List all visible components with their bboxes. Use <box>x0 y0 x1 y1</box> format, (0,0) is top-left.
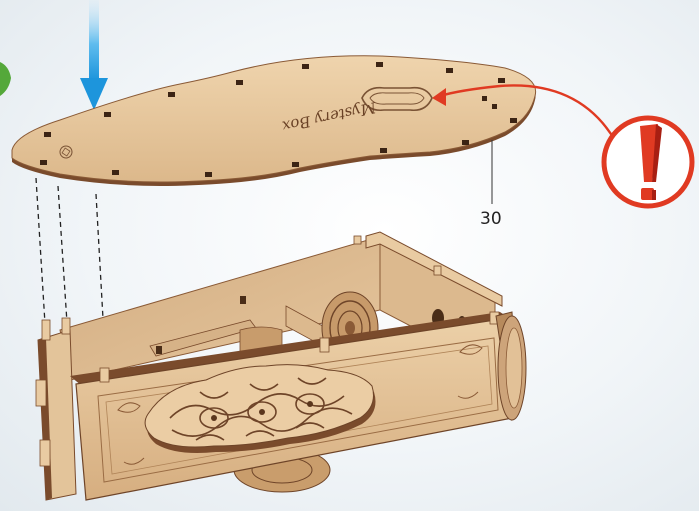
exclamation-icon <box>604 118 692 206</box>
green-marker-icon <box>0 62 11 96</box>
box-body <box>36 232 526 500</box>
down-arrow-icon <box>80 0 108 110</box>
part-number-label: 30 <box>480 209 502 229</box>
